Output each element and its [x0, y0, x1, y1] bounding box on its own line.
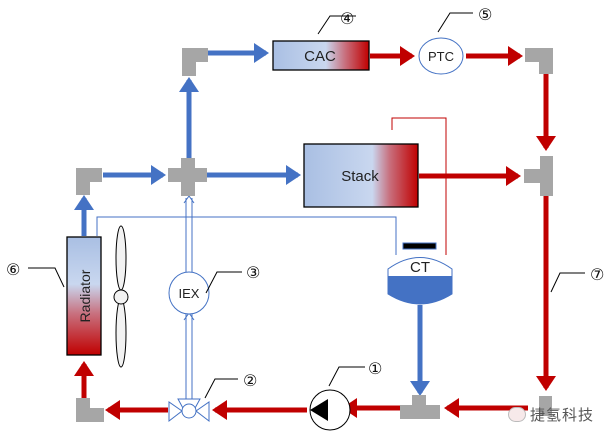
elbow-fitting-top-left [182, 48, 208, 76]
pump-component[interactable] [309, 389, 351, 431]
return-pipe-marker: ⑦ [590, 265, 604, 284]
fan-icon [113, 225, 129, 368]
ptc-leader [437, 12, 473, 33]
ptc-label: PTC [428, 49, 454, 64]
elbow-fitting-bottom-left [76, 398, 104, 422]
elbow-fitting-bottom-right [539, 396, 552, 416]
ptc-marker: ⑤ [478, 5, 492, 24]
watermark: 捷氢科技 [508, 404, 594, 425]
coolant-tank[interactable]: CT [387, 242, 453, 305]
hot-pipes [74, 46, 556, 420]
iex-label: IEX [179, 286, 200, 301]
cac-leader [317, 15, 356, 35]
ptc-heater[interactable]: PTC [418, 37, 464, 75]
three-way-valve[interactable] [168, 398, 210, 423]
radiator-marker: ⑥ [6, 260, 20, 279]
pump-leader [328, 366, 365, 387]
cac-label: CAC [304, 48, 336, 65]
valve-marker: ② [243, 371, 257, 390]
radiator-leader [28, 267, 65, 288]
valve-leader [204, 378, 238, 399]
iex-component[interactable]: IEX [168, 271, 210, 315]
sensor-lines [96, 117, 447, 255]
cac-marker: ④ [340, 9, 354, 28]
tee-fitting-bottom [400, 395, 440, 419]
cold-pipes [74, 43, 430, 396]
cross-fitting [168, 158, 207, 196]
elbow-fitting-top-right [525, 48, 553, 74]
iex-leader [205, 271, 242, 294]
radiator-label: Radiator [77, 269, 93, 322]
stack-component[interactable]: Stack [303, 143, 419, 208]
radiator-component[interactable]: Radiator [66, 236, 102, 356]
stack-vent-line [391, 117, 447, 255]
tee-fitting-right [524, 156, 553, 196]
ct-label: CT [410, 259, 430, 276]
watermark-text: 捷氢科技 [530, 406, 595, 424]
bypass-thin-line [96, 216, 397, 255]
pump-marker: ① [368, 359, 382, 378]
iex-marker: ③ [246, 263, 260, 282]
elbow-fitting-mid-left [76, 168, 102, 195]
wechat-icon [508, 407, 526, 422]
cac-component[interactable]: CAC [272, 40, 370, 71]
fittings [76, 48, 553, 422]
stack-label: Stack [341, 168, 379, 185]
return-pipe-leader [550, 272, 585, 293]
